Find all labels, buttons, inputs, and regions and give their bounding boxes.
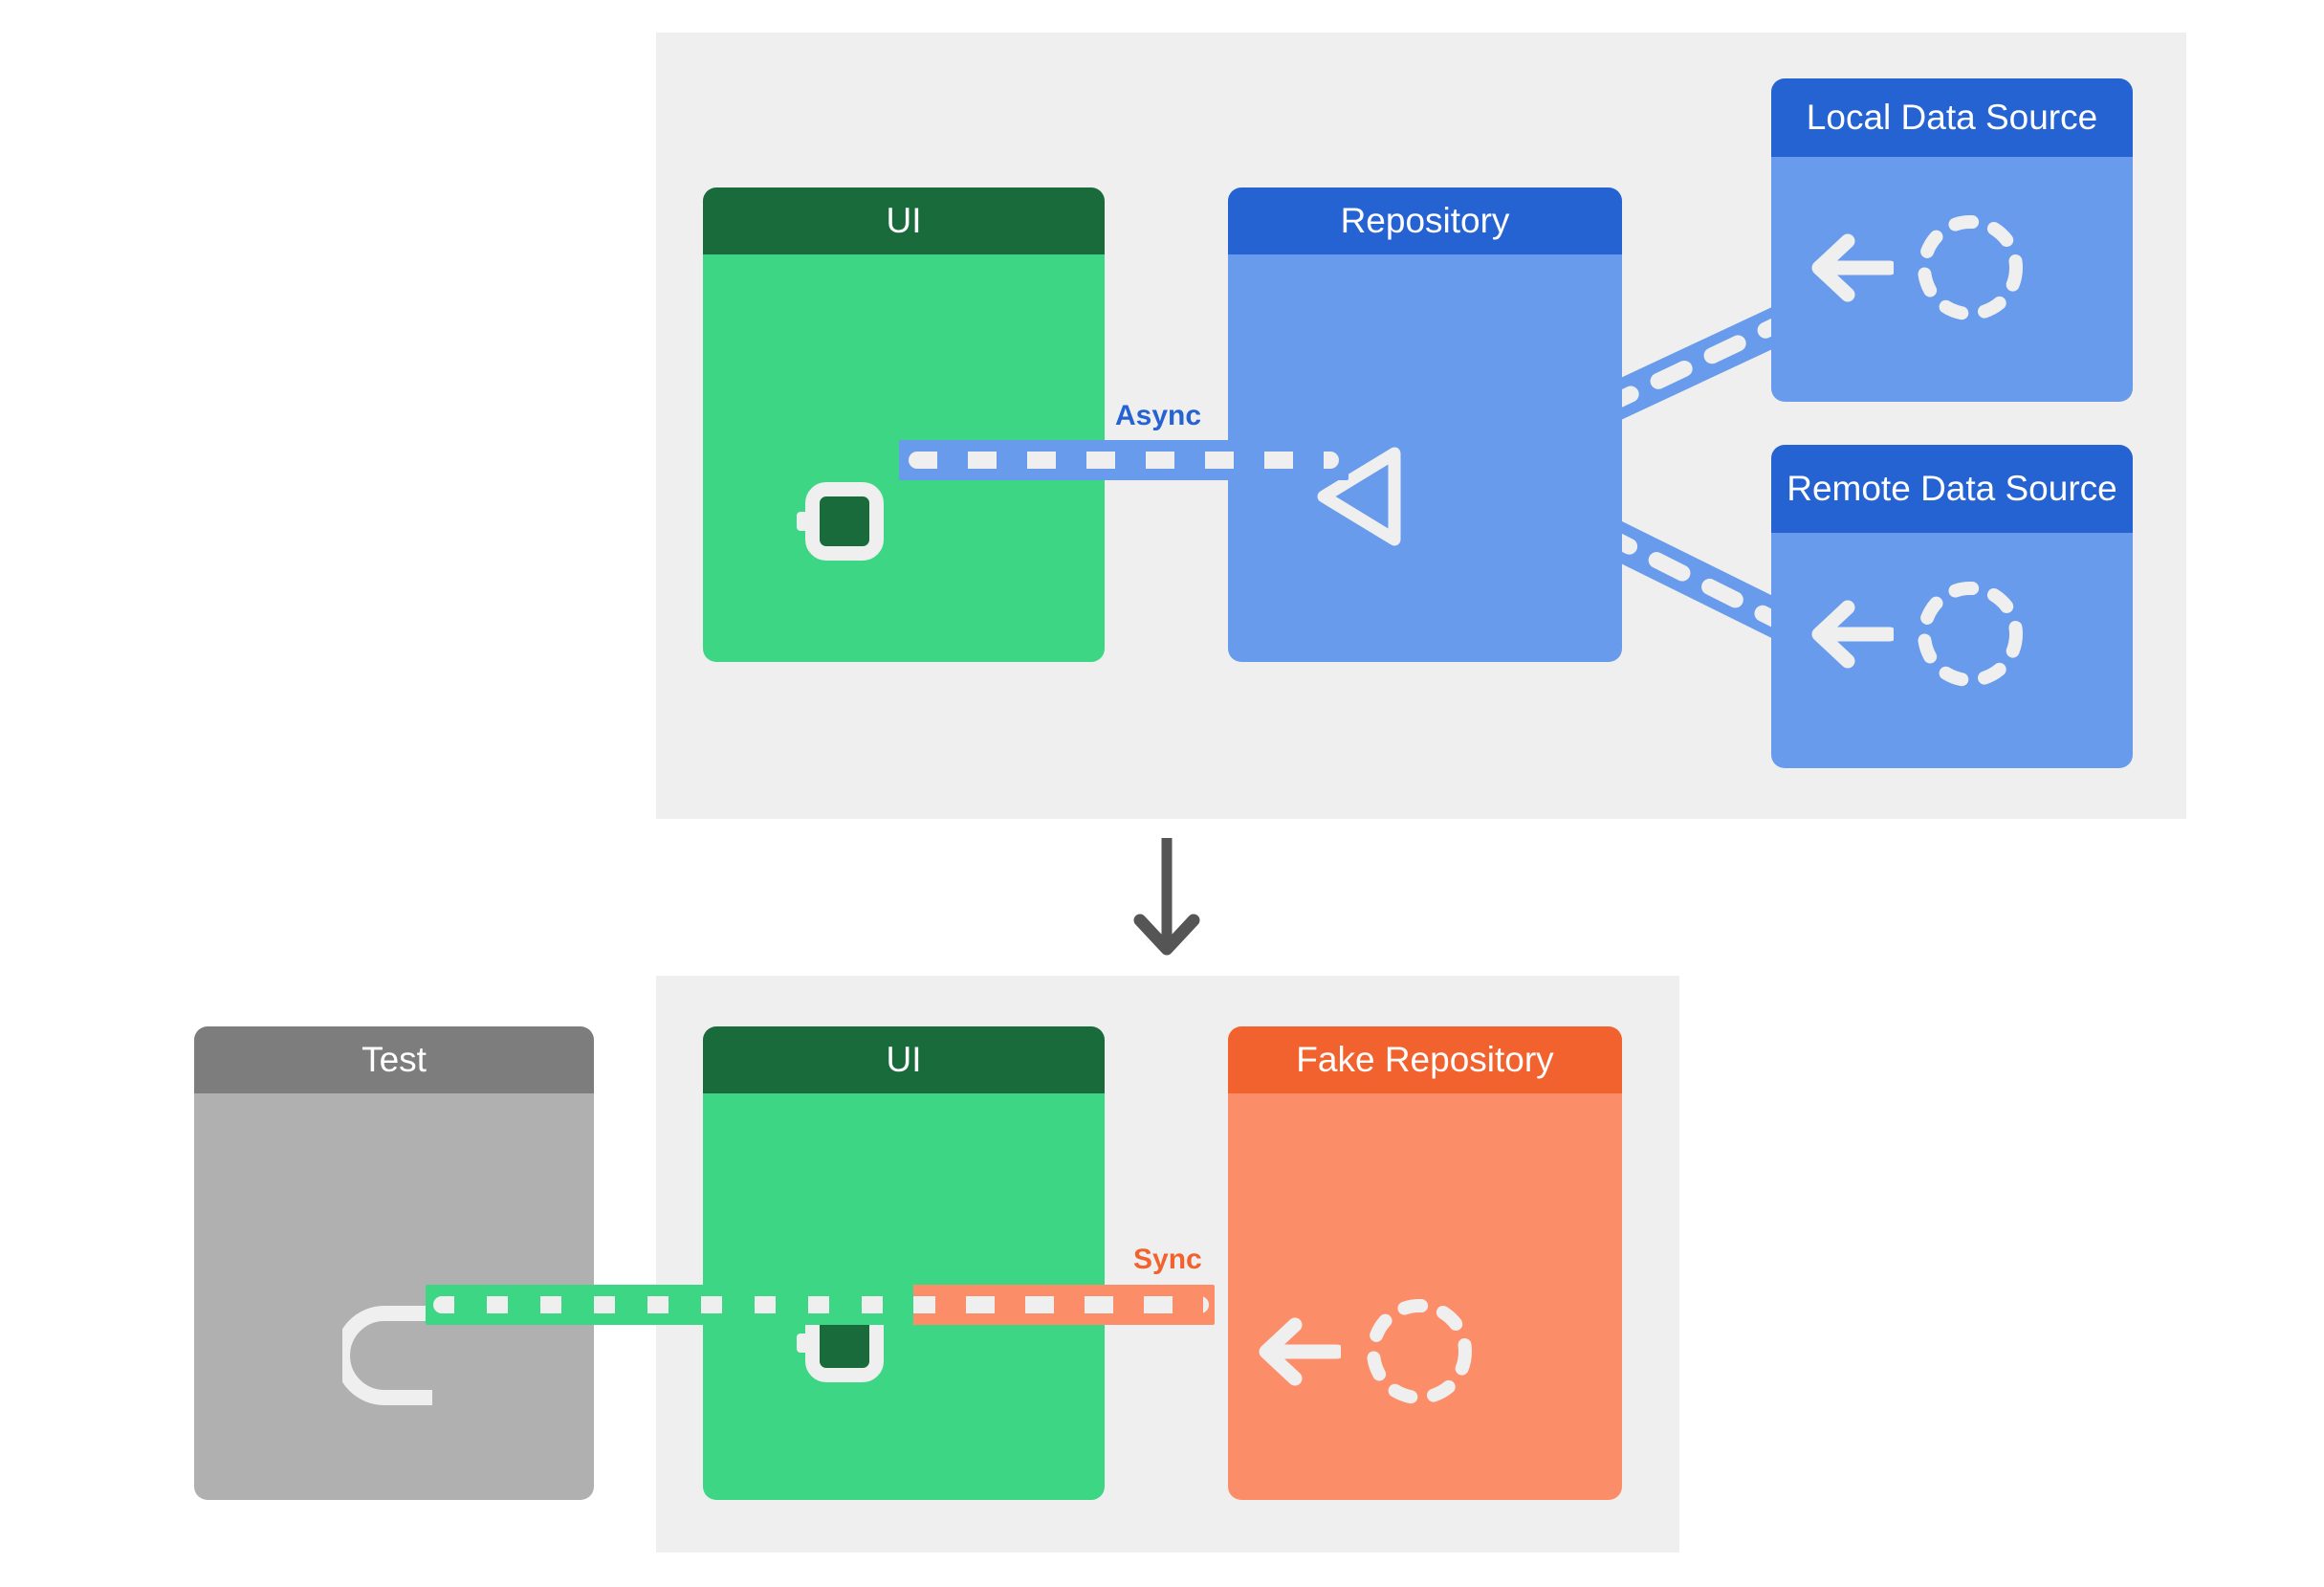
box-title-remote-data-source: Remote Data Source bbox=[1771, 445, 2133, 533]
connector-test-to-ui bbox=[426, 1285, 913, 1325]
arrow-left-icon bbox=[1811, 233, 1894, 302]
required-interface-socket-icon bbox=[342, 1306, 432, 1405]
box-title-fake-repository: Fake Repository bbox=[1228, 1026, 1622, 1093]
box-title-ui: UI bbox=[703, 1026, 1105, 1093]
component-box-fake-repository[interactable]: Fake Repository bbox=[1228, 1026, 1622, 1500]
dashed-circle-icon bbox=[1918, 215, 2023, 320]
connector-dashes bbox=[433, 1296, 908, 1313]
component-box-ui-test[interactable]: UI bbox=[703, 1026, 1105, 1500]
connector-dashes bbox=[907, 1296, 1209, 1313]
box-body-remote-data-source bbox=[1771, 533, 2133, 768]
chip-icon bbox=[797, 482, 884, 561]
arrow-down-icon bbox=[1133, 838, 1200, 956]
chip-nub-left bbox=[797, 1334, 812, 1353]
box-title-repository: Repository bbox=[1228, 187, 1622, 254]
connector-ui-to-repository-async bbox=[899, 440, 1348, 480]
connector-label-async: Async bbox=[1115, 400, 1202, 431]
dashed-circle-icon bbox=[1918, 582, 2023, 687]
box-body-fake-repository bbox=[1228, 1093, 1622, 1500]
dashed-circle-icon bbox=[1367, 1299, 1472, 1404]
component-box-remote-data-source[interactable]: Remote Data Source bbox=[1771, 445, 2133, 768]
connector-label-sync: Sync bbox=[1133, 1244, 1202, 1275]
connector-dashes bbox=[909, 452, 1339, 469]
box-body-local-data-source bbox=[1771, 157, 2133, 402]
box-title-ui: UI bbox=[703, 187, 1105, 254]
box-title-test: Test bbox=[194, 1026, 594, 1093]
component-box-repository[interactable]: Repository bbox=[1228, 187, 1622, 662]
box-title-local-data-source: Local Data Source bbox=[1771, 78, 2133, 157]
arrow-left-icon bbox=[1259, 1317, 1341, 1386]
component-box-test[interactable]: Test bbox=[194, 1026, 594, 1500]
component-box-ui-production[interactable]: UI bbox=[703, 187, 1105, 662]
arrow-left-icon bbox=[1811, 600, 1894, 669]
connector-ui-to-fake-repository-sync bbox=[899, 1285, 1215, 1325]
component-box-local-data-source[interactable]: Local Data Source bbox=[1771, 78, 2133, 402]
provided-interface-triangle-icon bbox=[1317, 447, 1401, 546]
chip-nub-left bbox=[797, 512, 812, 531]
